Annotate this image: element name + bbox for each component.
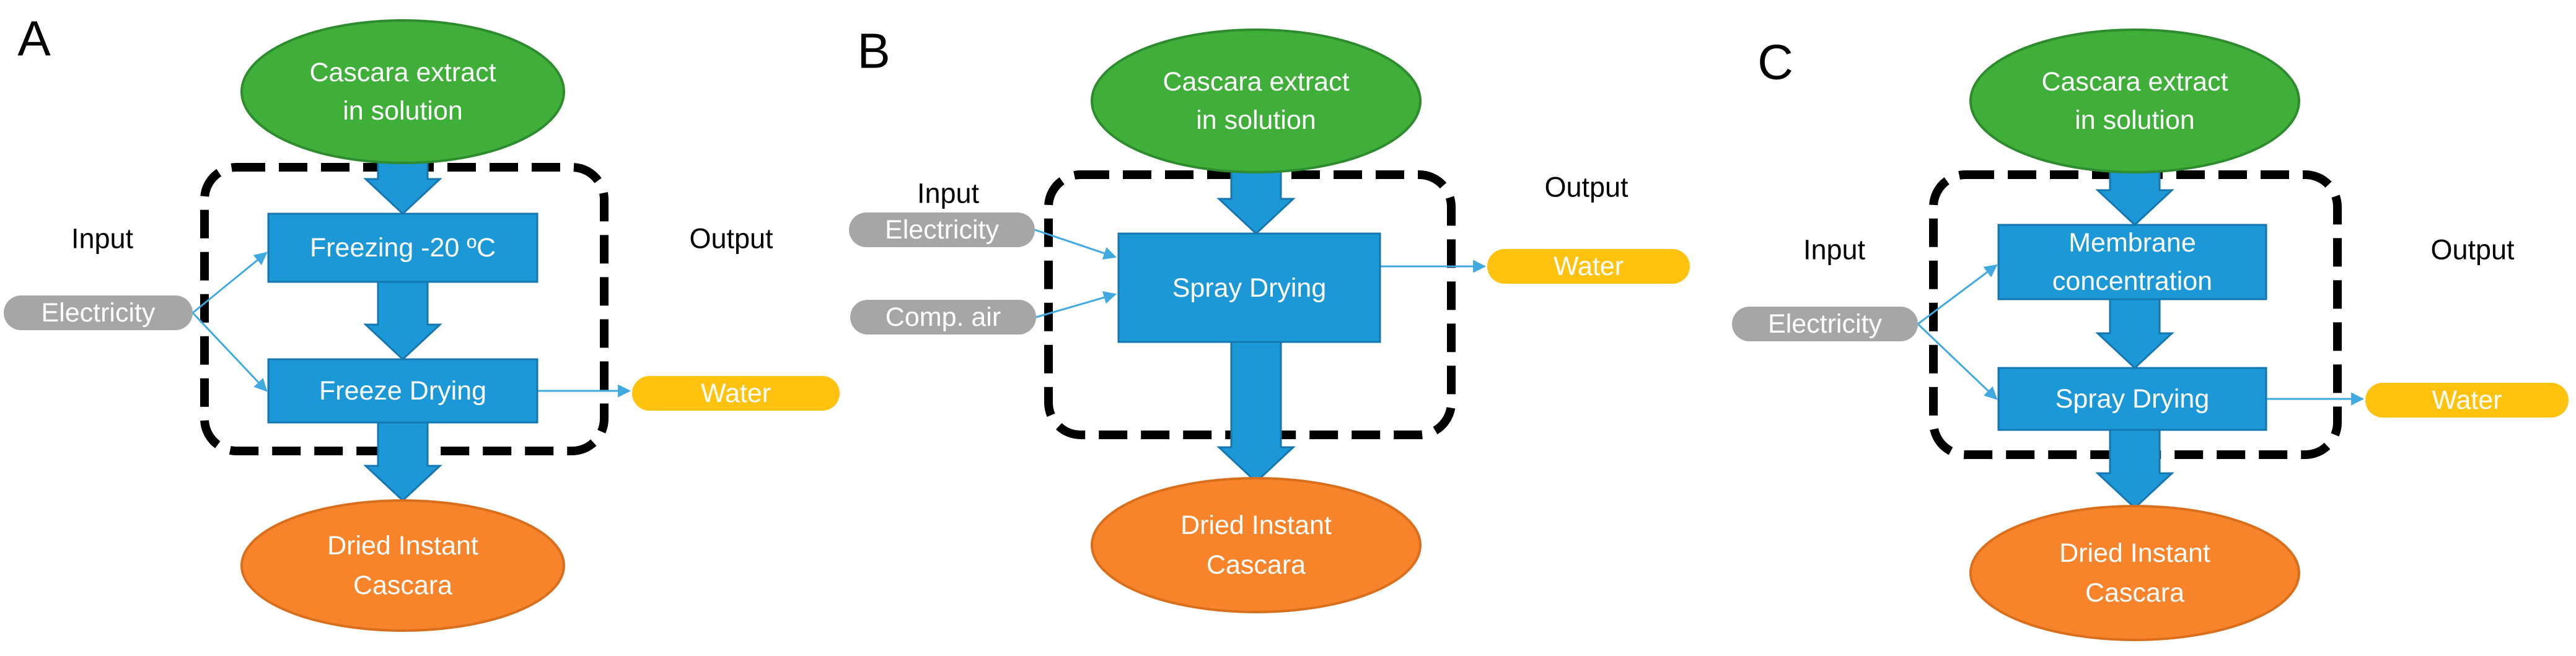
flow-arrow <box>1216 341 1296 484</box>
product-node <box>1969 505 2300 641</box>
flow-arrow <box>363 421 442 502</box>
process-step <box>1997 224 2267 300</box>
product-label-line: Cascara <box>2085 578 2184 608</box>
source-label-line: in solution <box>343 96 463 126</box>
source-label: Cascara extract in solution <box>2041 67 2228 135</box>
source-node <box>1969 28 2300 173</box>
input-connector <box>1917 323 1998 400</box>
input-pill <box>849 212 1035 247</box>
process-step-label-line: Freeze Drying <box>319 376 486 406</box>
process-step-label: Membrane concentration <box>2052 228 2212 296</box>
product-label-line: Cascara <box>1207 550 1306 580</box>
output-pill <box>1487 249 1690 284</box>
input-pill-label: Electricity <box>885 215 999 245</box>
output-heading: Output <box>2430 234 2515 266</box>
process-step-label-line: Spray Drying <box>2055 384 2210 414</box>
product-label-line: Dried Instant <box>2059 538 2210 568</box>
source-node <box>240 19 565 164</box>
output-pill-label: Water <box>2432 385 2502 415</box>
flow-arrow <box>2095 429 2174 510</box>
input-pill <box>4 295 193 330</box>
input-connector <box>1917 264 1998 325</box>
process-step <box>267 212 538 283</box>
input-pill <box>1732 307 1918 341</box>
flow-arrow <box>363 281 442 361</box>
output-pill <box>632 376 840 411</box>
output-pill-label: Water <box>1554 251 1624 281</box>
product-label-line: Cascara <box>353 571 452 600</box>
input-pill-label: Electricity <box>1768 309 1882 339</box>
product-label-line: Dried Instant <box>327 531 478 561</box>
source-label-line: Cascara extract <box>2041 67 2228 97</box>
process-step-label-line: Membrane <box>2068 228 2196 258</box>
input-pill-label: Comp. air <box>886 302 1001 332</box>
input-pill-label: Electricity <box>42 298 156 328</box>
flow-arrow <box>2095 298 2174 370</box>
source-label-line: Cascara extract <box>1163 67 1349 97</box>
input-connector <box>1035 291 1117 318</box>
panel-letter: C <box>1757 35 1793 90</box>
output-pill-label: Water <box>701 378 771 408</box>
source-label: Cascara extract in solution <box>1163 67 1349 135</box>
process-step <box>267 358 538 424</box>
process-step-label-line: concentration <box>2052 266 2212 296</box>
source-label: Cascara extract in solution <box>309 58 496 126</box>
source-label-line: Cascara extract <box>309 58 496 87</box>
panel-letter: B <box>857 24 890 79</box>
output-pill <box>2365 383 2569 418</box>
source-label-line: in solution <box>2075 105 2195 135</box>
input-connector <box>1034 229 1117 260</box>
process-step-label: Spray Drying <box>2055 384 2210 414</box>
process-step-label: Freeze Drying <box>319 376 486 406</box>
product-node <box>1091 477 1422 613</box>
source-label-line: in solution <box>1196 105 1316 135</box>
output-heading: Output <box>689 223 773 255</box>
process-step-label-line: Spray Drying <box>1172 273 1327 303</box>
process-step <box>1117 232 1381 343</box>
process-step-label-line: Freezing -20 ºC <box>310 233 496 263</box>
process-step-label: Freezing -20 ºC <box>310 233 496 263</box>
input-heading: Input <box>1803 234 1866 266</box>
input-pill <box>850 300 1036 335</box>
process-step <box>1997 367 2267 431</box>
input-heading: Input <box>71 223 134 255</box>
product-node <box>240 499 565 632</box>
output-heading: Output <box>1544 172 1629 203</box>
input-heading: Input <box>917 178 980 209</box>
product-label-line: Dried Instant <box>1180 510 1332 540</box>
panel-letter: A <box>17 11 51 66</box>
source-node <box>1091 28 1422 173</box>
process-step-label: Spray Drying <box>1172 273 1327 303</box>
input-connector <box>191 312 268 392</box>
input-connector <box>192 251 268 314</box>
